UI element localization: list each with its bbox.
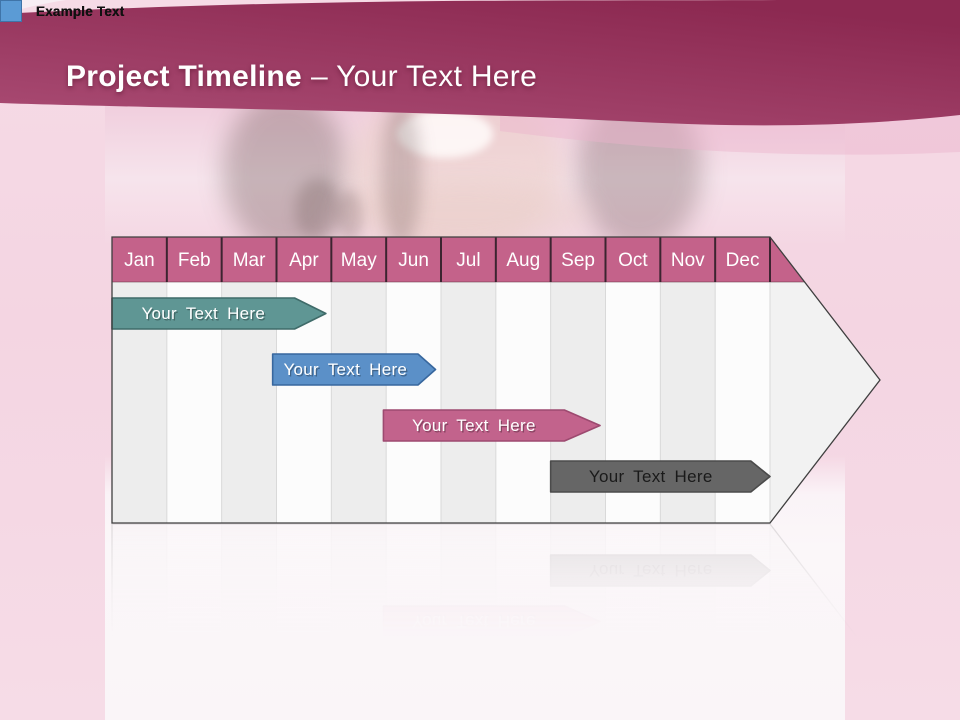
legend-label: Example Text <box>36 3 125 19</box>
timeline-bar-label[interactable]: Your Text Here <box>283 360 407 379</box>
timeline-bar-4[interactable] <box>549 460 771 493</box>
photo-hair-strand <box>295 178 341 242</box>
band-shape <box>0 0 960 126</box>
month-label-mar[interactable]: Mar <box>233 250 266 271</box>
legend-label: Example Text <box>36 3 125 19</box>
month-label-dec[interactable]: Dec <box>726 250 760 271</box>
photo-hair-left <box>223 98 348 244</box>
timeline-bar-label-shadow: Your Text Here <box>285 362 409 381</box>
legend-swatch-blue[interactable] <box>0 0 22 22</box>
month-column-jun <box>386 282 441 523</box>
month-label-sep[interactable]: Sep <box>561 250 595 271</box>
month-header-band <box>112 237 805 282</box>
timeline-bar-label-shadow: Your Text Here <box>413 418 537 437</box>
photo-neck <box>337 184 592 244</box>
legend-label: Example Text <box>36 3 125 19</box>
legend-label: Example Text <box>36 3 125 19</box>
legend-item-blue[interactable]: Example Text <box>0 0 124 22</box>
timeline-bar-label[interactable]: Your Text Here <box>412 416 536 435</box>
timeline-bar-3[interactable] <box>382 409 601 442</box>
timeline-bar-label[interactable]: Your Text Here <box>141 304 265 323</box>
month-label-aug[interactable]: Aug <box>506 250 540 271</box>
month-column-jul <box>441 282 496 523</box>
photo-hair-strand <box>337 190 363 242</box>
month-label-jan[interactable]: Jan <box>124 250 155 271</box>
photo-smile <box>397 110 493 158</box>
month-label-may[interactable]: May <box>341 250 377 271</box>
header-wave-band <box>0 0 960 155</box>
slide-title-main: Project Timeline <box>66 60 302 93</box>
photo-hair-strand <box>381 100 421 244</box>
timeline-arrow-outline <box>111 236 881 524</box>
month-label-feb[interactable]: Feb <box>178 250 211 271</box>
slide-title[interactable]: Project Timeline – Your Text Here <box>66 60 537 94</box>
month-label-oct[interactable]: Oct <box>618 250 648 271</box>
month-label-jul[interactable]: Jul <box>456 250 480 271</box>
month-label-jun[interactable]: Jun <box>398 250 429 271</box>
slide-title-placeholder: – Your Text Here <box>311 60 538 93</box>
month-column-may <box>331 282 387 523</box>
timeline-bar-label-shadow: Your Text Here <box>143 306 267 325</box>
band-subwave <box>500 115 960 155</box>
month-column-aug <box>495 282 551 523</box>
timeline-bar-2[interactable] <box>271 353 437 386</box>
month-label-apr[interactable]: Apr <box>289 250 319 271</box>
timeline-bar-label[interactable]: Your Text Here <box>589 467 713 486</box>
month-label-nov[interactable]: Nov <box>671 250 705 271</box>
